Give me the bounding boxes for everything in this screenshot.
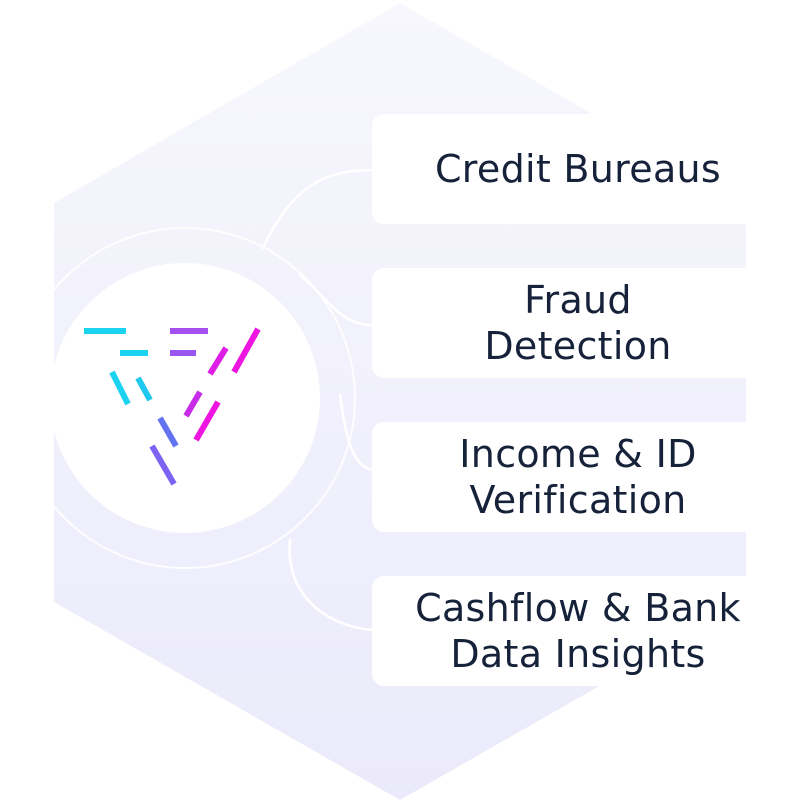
logo-dash <box>207 346 229 376</box>
logo-dash <box>183 390 203 418</box>
logo-dash <box>149 444 177 486</box>
connector-credit-bureaus <box>260 168 374 252</box>
card-label: Fraud Detection <box>484 278 672 368</box>
card-fraud-detection: Fraud Detection <box>372 268 800 378</box>
logo-dash <box>231 327 261 374</box>
card-income-id-verification: Income & ID Verification <box>372 422 800 532</box>
connector-fraud-detection <box>298 273 374 327</box>
dashed-triangle-logo-icon <box>84 327 261 486</box>
card-label: Credit Bureaus <box>434 147 722 191</box>
logo-dash <box>109 370 131 406</box>
connector-cashflow-insights <box>288 538 374 632</box>
hub-circle <box>50 263 320 533</box>
connector-lines <box>260 168 374 632</box>
logo-dash <box>157 416 179 448</box>
hub-outer-ring <box>14 227 356 569</box>
logo-dash <box>193 400 221 442</box>
card-credit-bureaus: Credit Bureaus <box>372 114 800 224</box>
connector-income-verification <box>338 393 374 472</box>
card-cashflow-bank-insights: Cashflow & Bank Data Insights <box>372 576 800 686</box>
logo-dash <box>135 376 153 402</box>
card-label: Income & ID Verification <box>459 432 697 522</box>
card-label: Cashflow & Bank Data Insights <box>415 586 741 676</box>
